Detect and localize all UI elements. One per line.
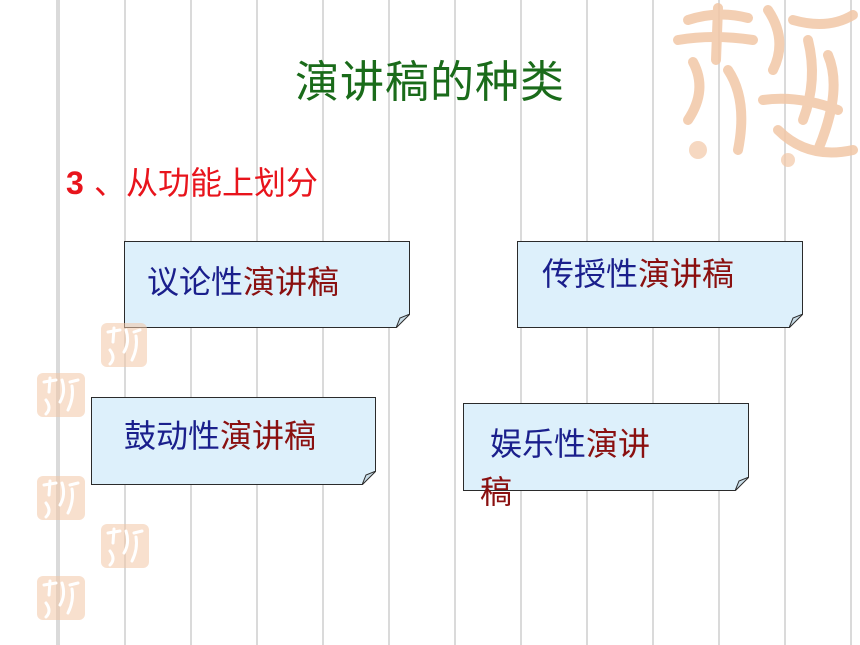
box-label-prefix: 议论性 [147, 263, 244, 301]
calligraphy-seal-small-icon [101, 323, 147, 367]
page-fold-icon [396, 314, 410, 328]
page-fold-icon [789, 314, 803, 328]
subtitle-text: 、从功能上划分 [83, 164, 318, 202]
speech-type-box-inspiring: 鼓动性演讲稿 [91, 397, 376, 485]
speech-type-box-debate: 议论性演讲稿 [124, 241, 410, 328]
calligraphy-seal-small-icon [101, 524, 149, 568]
slide-subtitle: 3 、从功能上划分 [66, 158, 318, 204]
calligraphy-seal-small-icon [37, 476, 85, 520]
subtitle-number: 3 [66, 165, 84, 201]
box-label-suffix: 演讲稿 [638, 255, 735, 293]
box-label-suffix: 演讲稿 [243, 263, 340, 301]
calligraphy-seal-icon [673, 3, 858, 167]
slide-title: 演讲稿的种类 [295, 57, 565, 108]
calligraphy-seal-small-icon [37, 373, 85, 417]
box-label-suffix: 演讲稿 [220, 417, 317, 455]
box-label-prefix: 鼓动性 [124, 417, 221, 455]
box-label-prefix: 传授性 [542, 255, 639, 293]
box-label-wrapped: 稿 [480, 473, 513, 511]
box-label-prefix: 娱乐性 [490, 425, 587, 463]
page-fold-icon [362, 471, 376, 485]
speech-type-box-entertaining: 娱乐性演讲 稿 [463, 403, 749, 511]
page-fold-icon [735, 477, 749, 491]
speech-type-box-teaching: 传授性演讲稿 [517, 241, 803, 328]
box-label-suffix: 演讲 [586, 425, 651, 463]
calligraphy-seal-small-icon [37, 576, 85, 620]
